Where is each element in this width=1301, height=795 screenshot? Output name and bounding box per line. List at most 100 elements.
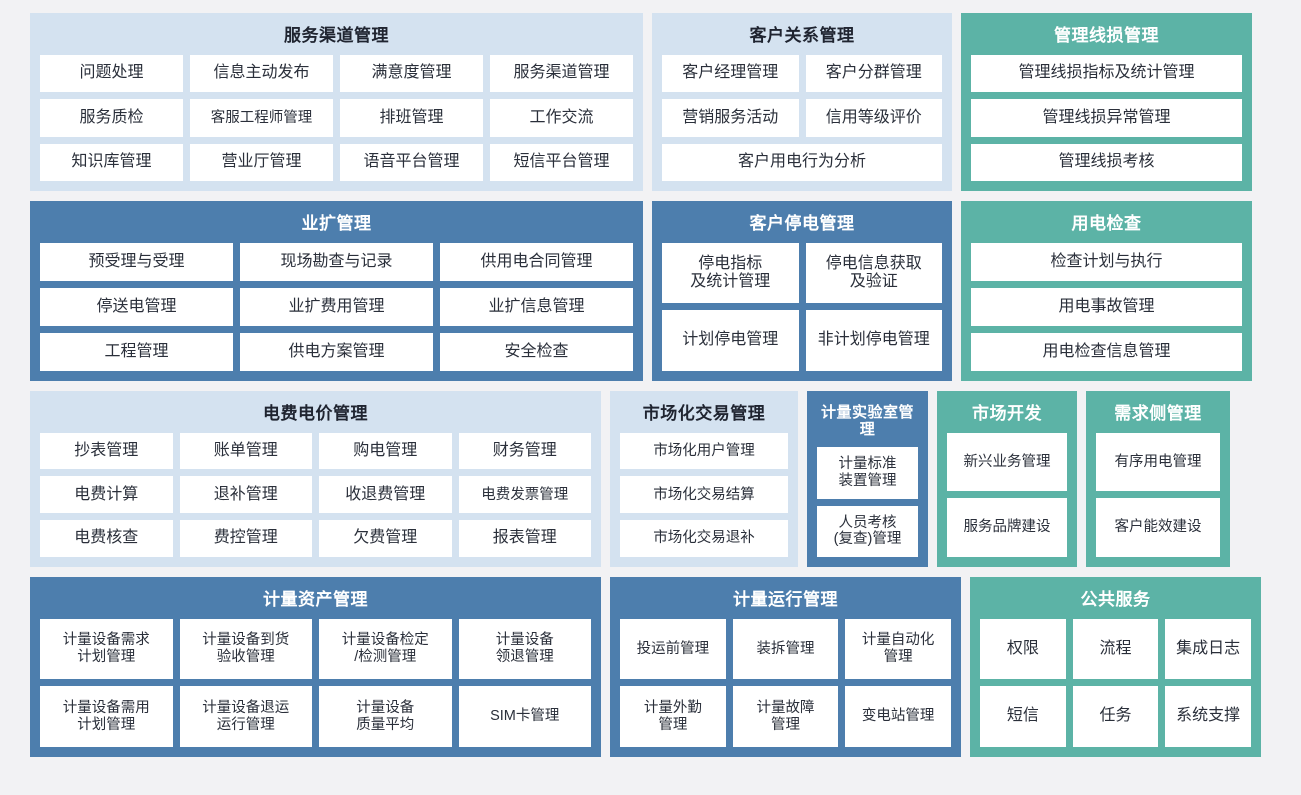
module-cell[interactable]: 电费发票管理 xyxy=(458,476,591,514)
module-cell[interactable]: 问题处理 xyxy=(40,54,183,93)
module-cell[interactable]: 满意度管理 xyxy=(340,54,483,93)
module-cell[interactable]: 权限 xyxy=(980,618,1066,680)
diagram-row-1: 服务渠道管理 问题处理 信息主动发布 满意度管理 服务渠道管理 服务质检 客服工… xyxy=(30,13,1258,191)
module-cell[interactable]: 管理线损指标及统计管理 xyxy=(971,54,1242,93)
panel-demand-side-management[interactable]: 需求侧管理 有序用电管理 客户能效建设 xyxy=(1086,391,1230,567)
module-cell[interactable]: 投运前管理 xyxy=(620,618,726,680)
module-cell[interactable]: 业扩信息管理 xyxy=(440,287,633,326)
module-cell[interactable]: 费控管理 xyxy=(179,520,312,557)
panel-market-development[interactable]: 市场开发 新兴业务管理 服务品牌建设 xyxy=(937,391,1077,567)
panel-public-services[interactable]: 公共服务 权限 流程 集成日志 短信 任务 系统支撑 xyxy=(970,577,1261,757)
module-cell[interactable]: 检查计划与执行 xyxy=(971,242,1242,281)
module-cell[interactable]: 客户用电行为分析 xyxy=(662,143,942,181)
module-cell[interactable]: 市场化用户管理 xyxy=(620,432,788,470)
module-cell[interactable]: 营销服务活动 xyxy=(662,99,799,137)
panel-cell-grid: 计量标准 装置管理 人员考核 (复查)管理 xyxy=(817,447,918,557)
module-cell[interactable]: 计量故障 管理 xyxy=(732,686,839,747)
module-cell[interactable]: 市场化交易结算 xyxy=(620,476,788,514)
panel-metering-operation-management[interactable]: 计量运行管理 投运前管理 装拆管理 计量自动化 管理 计量外勤 管理 计量故障 … xyxy=(610,577,961,757)
module-cell[interactable]: 知识库管理 xyxy=(40,143,183,181)
module-cell[interactable]: 装拆管理 xyxy=(732,618,839,680)
panel-business-expansion-management[interactable]: 业扩管理 预受理与受理 现场勘查与记录 供用电合同管理 停送电管理 业扩费用管理… xyxy=(30,201,643,381)
panel-market-trading-management[interactable]: 市场化交易管理 市场化用户管理 市场化交易结算 市场化交易退补 xyxy=(610,391,798,567)
module-cell[interactable]: 信用等级评价 xyxy=(805,99,942,137)
module-cell[interactable]: 用电检查信息管理 xyxy=(971,332,1242,372)
module-cell[interactable]: 计量设备需用 计划管理 xyxy=(40,686,173,747)
panel-cell-grid: 有序用电管理 客户能效建设 xyxy=(1096,432,1220,557)
module-cell[interactable]: 账单管理 xyxy=(179,432,312,470)
module-cell[interactable]: 客户经理管理 xyxy=(662,54,799,93)
module-cell[interactable]: 电费计算 xyxy=(40,476,173,514)
module-cell[interactable]: 计量设备到货 验收管理 xyxy=(179,618,312,680)
module-cell[interactable]: 市场化交易退补 xyxy=(620,520,788,557)
module-cell[interactable]: 新兴业务管理 xyxy=(947,432,1067,492)
module-cell[interactable]: 工作交流 xyxy=(490,99,633,137)
module-cell[interactable]: 非计划停电管理 xyxy=(805,310,942,371)
module-cell[interactable]: 客户分群管理 xyxy=(805,54,942,93)
module-cell[interactable]: 计划停电管理 xyxy=(662,310,799,371)
module-cell[interactable]: 短信 xyxy=(980,686,1066,747)
module-cell[interactable]: 购电管理 xyxy=(319,432,452,470)
module-cell[interactable]: 财务管理 xyxy=(458,432,591,470)
panel-metering-laboratory-management[interactable]: 计量实验室管理 计量标准 装置管理 人员考核 (复查)管理 xyxy=(807,391,928,567)
cell-row: 市场化交易退补 xyxy=(620,520,788,557)
module-cell[interactable]: 客户能效建设 xyxy=(1096,498,1220,557)
module-cell[interactable]: 抄表管理 xyxy=(40,432,173,470)
module-cell[interactable]: 现场勘查与记录 xyxy=(240,242,433,281)
module-cell[interactable]: 计量设备检定 /检测管理 xyxy=(319,618,452,680)
module-cell[interactable]: 服务渠道管理 xyxy=(490,54,633,93)
module-cell[interactable]: 服务品牌建设 xyxy=(947,498,1067,557)
panel-cell-grid: 客户经理管理 客户分群管理 营销服务活动 信用等级评价 客户用电行为分析 xyxy=(662,54,942,181)
module-cell[interactable]: 工程管理 xyxy=(40,332,233,372)
module-cell[interactable]: 计量设备需求 计划管理 xyxy=(40,618,173,680)
module-cell[interactable]: 计量设备 质量平均 xyxy=(319,686,452,747)
module-cell[interactable]: 排班管理 xyxy=(340,99,483,137)
panel-electricity-fee-price-management[interactable]: 电费电价管理 抄表管理 账单管理 购电管理 财务管理 电费计算 退补管理 收退费… xyxy=(30,391,601,567)
module-cell[interactable]: 电费核查 xyxy=(40,520,173,557)
module-cell[interactable]: 任务 xyxy=(1072,686,1159,747)
cell-row: 客户用电行为分析 xyxy=(662,143,942,181)
module-cell[interactable]: 语音平台管理 xyxy=(340,143,483,181)
module-cell[interactable]: 收退费管理 xyxy=(319,476,452,514)
module-cell[interactable]: 计量标准 装置管理 xyxy=(817,447,918,499)
module-cell[interactable]: 管理线损考核 xyxy=(971,143,1242,181)
module-cell[interactable]: 停电信息获取 及验证 xyxy=(805,242,942,304)
module-cell[interactable]: 安全检查 xyxy=(440,332,633,372)
module-cell[interactable]: 系统支撑 xyxy=(1165,686,1252,747)
cell-row: 问题处理 信息主动发布 满意度管理 服务渠道管理 xyxy=(40,54,633,93)
module-cell[interactable]: 预受理与受理 xyxy=(40,242,233,281)
module-cell[interactable]: 报表管理 xyxy=(458,520,591,557)
module-cell[interactable]: 计量设备退运 运行管理 xyxy=(179,686,312,747)
module-cell[interactable]: 营业厅管理 xyxy=(190,143,333,181)
module-cell[interactable]: 有序用电管理 xyxy=(1096,432,1220,492)
module-cell[interactable]: 退补管理 xyxy=(179,476,312,514)
module-cell[interactable]: 供电方案管理 xyxy=(240,332,433,372)
module-cell[interactable]: 欠费管理 xyxy=(319,520,452,557)
panel-management-line-loss[interactable]: 管理线损管理 管理线损指标及统计管理 管理线损异常管理 管理线损考核 xyxy=(961,13,1252,191)
module-cell[interactable]: 变电站管理 xyxy=(845,686,952,747)
module-cell[interactable]: 业扩费用管理 xyxy=(240,287,433,326)
module-cell[interactable]: 信息主动发布 xyxy=(190,54,333,93)
module-cell[interactable]: 计量设备 领退管理 xyxy=(458,618,591,680)
module-cell[interactable]: 流程 xyxy=(1072,618,1159,680)
panel-power-usage-inspection[interactable]: 用电检查 检查计划与执行 用电事故管理 用电检查信息管理 xyxy=(961,201,1252,381)
panel-metering-asset-management[interactable]: 计量资产管理 计量设备需求 计划管理 计量设备到货 验收管理 计量设备检定 /检… xyxy=(30,577,601,757)
panel-title: 公共服务 xyxy=(1080,590,1151,609)
module-cell[interactable]: 人员考核 (复查)管理 xyxy=(817,505,918,557)
module-cell[interactable]: 供用电合同管理 xyxy=(440,242,633,281)
module-cell[interactable]: 计量自动化 管理 xyxy=(845,618,952,680)
module-cell[interactable]: 短信平台管理 xyxy=(490,143,633,181)
module-cell[interactable]: 停电指标 及统计管理 xyxy=(662,242,799,304)
panel-service-channel-management[interactable]: 服务渠道管理 问题处理 信息主动发布 满意度管理 服务渠道管理 服务质检 客服工… xyxy=(30,13,643,191)
module-cell[interactable]: 管理线损异常管理 xyxy=(971,99,1242,137)
cell-row: 预受理与受理 现场勘查与记录 供用电合同管理 xyxy=(40,242,633,281)
module-cell[interactable]: 集成日志 xyxy=(1165,618,1252,680)
module-cell[interactable]: 服务质检 xyxy=(40,99,183,137)
panel-customer-relationship-management[interactable]: 客户关系管理 客户经理管理 客户分群管理 营销服务活动 信用等级评价 客户用电行… xyxy=(652,13,952,191)
module-cell[interactable]: 停送电管理 xyxy=(40,287,233,326)
module-cell[interactable]: 计量外勤 管理 xyxy=(620,686,726,747)
module-cell[interactable]: 用电事故管理 xyxy=(971,287,1242,326)
module-cell[interactable]: 客服工程师管理 xyxy=(190,99,333,137)
module-cell[interactable]: SIM卡管理 xyxy=(458,686,591,747)
panel-customer-outage-management[interactable]: 客户停电管理 停电指标 及统计管理 停电信息获取 及验证 计划停电管理 非计划停… xyxy=(652,201,952,381)
